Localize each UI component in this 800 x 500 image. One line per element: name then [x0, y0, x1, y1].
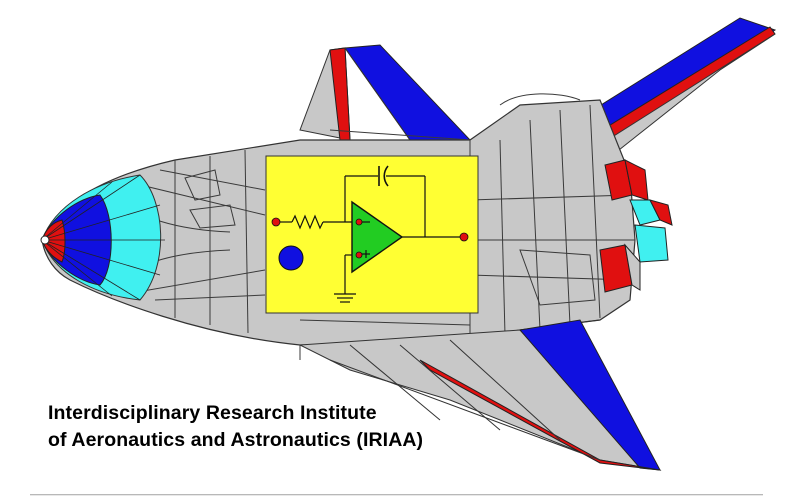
blue-dot-icon	[278, 245, 304, 271]
institute-name: Interdisciplinary Research Institute of …	[48, 400, 423, 454]
institute-name-line1: Interdisciplinary Research Institute	[48, 402, 377, 424]
capacitor-symbol	[378, 165, 389, 187]
bottom-divider	[30, 494, 763, 496]
nose-cone	[40, 174, 165, 301]
institute-name-line2: of Aeronautics and Astronautics (IRIAA)	[48, 429, 424, 451]
circuit-panel	[265, 155, 479, 314]
circuit-wires	[278, 175, 463, 303]
tail-fin	[299, 44, 472, 141]
lower-wing	[298, 319, 662, 471]
engine-nozzles	[599, 159, 673, 293]
